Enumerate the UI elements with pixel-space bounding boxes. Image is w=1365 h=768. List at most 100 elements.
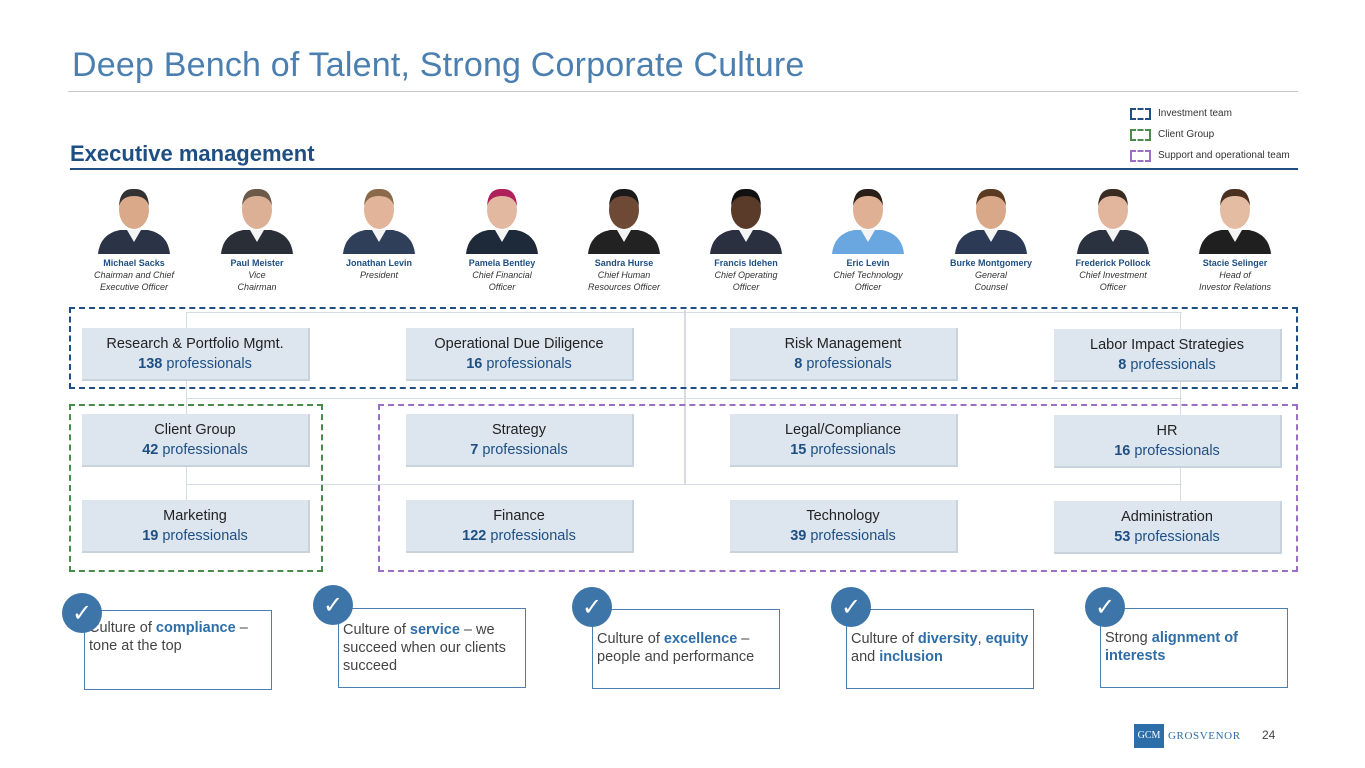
department-name: Technology: [806, 508, 880, 524]
executive-title-line: Head of: [1219, 270, 1251, 280]
executive-title-line: Investor Relations: [1198, 282, 1272, 292]
executive-name: Pamela Bentley: [468, 258, 536, 268]
department-name: Administration: [1121, 509, 1213, 525]
executive-name: Sandra Hurse: [594, 258, 654, 268]
department-box: Legal/Compliance 15 professionals: [730, 414, 958, 467]
culture-box-excellence: Culture of excellence – people and perfo…: [592, 609, 780, 689]
executive-name: Francis Idehen: [714, 258, 778, 268]
department-box: Finance 122 professionals: [406, 500, 634, 553]
executive-title-line: Chairman and Chief: [93, 270, 175, 280]
section-heading: Executive management: [70, 141, 315, 166]
checkmark-icon: ✓: [831, 587, 871, 627]
department-count: 16 professionals: [1114, 443, 1220, 459]
support-team-outline: [378, 404, 1298, 572]
department-name: HR: [1156, 423, 1178, 439]
culture-box-service: Culture of service – we succeed when our…: [338, 608, 526, 688]
legend-swatch-investment: [1130, 107, 1151, 120]
department-name: Finance: [493, 508, 545, 524]
department-count: 42 professionals: [142, 442, 248, 458]
org-connector: [186, 484, 1182, 485]
department-name: Legal/Compliance: [784, 422, 902, 438]
executive-photo: [213, 182, 301, 254]
executive-title-line: Officer: [732, 282, 760, 292]
executive-title-line: Chief Investment: [1079, 270, 1147, 280]
logo-mark: GCM: [1134, 724, 1164, 748]
org-connector: [186, 398, 1182, 399]
executive-name: Eric Levin: [846, 258, 890, 268]
checkmark-icon: ✓: [62, 593, 102, 633]
department-count: 15 professionals: [790, 442, 896, 458]
department-count: 7 professionals: [470, 442, 568, 458]
legend-label: Client Group: [1158, 129, 1215, 140]
checkmark-icon: ✓: [313, 585, 353, 625]
department-box: Client Group 42 professionals: [82, 414, 310, 467]
legend-item-support: Support and operational team: [1130, 145, 1290, 166]
investment-team-outline: [69, 307, 1298, 389]
page-number: 24: [1262, 728, 1276, 742]
org-connector: [684, 310, 686, 485]
department-box: Administration 53 professionals: [1054, 501, 1282, 554]
checkmark-icon: ✓: [572, 587, 612, 627]
executive-photo: [824, 182, 912, 254]
legend-swatch-client: [1130, 128, 1151, 141]
executive-title-line: Chief Technology: [833, 270, 903, 280]
org-connector: [186, 312, 187, 502]
org-connector: [1180, 312, 1181, 502]
legend-item-investment: Investment team: [1130, 103, 1290, 124]
executive-photo: [1191, 182, 1279, 254]
department-box: Technology 39 professionals: [730, 500, 958, 553]
checkmark-icon: ✓: [1085, 587, 1125, 627]
department-name: Operational Due Diligence: [434, 336, 604, 352]
executive-title-line: Officer: [488, 282, 516, 292]
culture-box-alignment: Strong alignment of interests: [1100, 608, 1288, 688]
department-count: 8 professionals: [1118, 357, 1216, 373]
executive-photo: [335, 182, 423, 254]
department-count: 19 professionals: [142, 528, 248, 544]
department-name: Research & Portfolio Mgmt.: [106, 336, 284, 352]
executive-photo: [947, 182, 1035, 254]
executive-title-line: Officer: [854, 282, 882, 292]
title-divider: [68, 91, 1298, 92]
legend-label: Investment team: [1158, 108, 1232, 119]
client-group-outline: [69, 404, 323, 572]
org-connector: [186, 312, 1182, 313]
department-name: Marketing: [163, 508, 227, 524]
executive-name: Jonathan Levin: [345, 258, 412, 268]
executive-photo: [702, 182, 790, 254]
department-count: 16 professionals: [466, 356, 572, 372]
executive-photo: [458, 182, 546, 254]
logo-wordmark: GROSVENOR: [1168, 730, 1241, 742]
executive-title-line: Counsel: [974, 282, 1008, 292]
executive-title-line: Officer: [1099, 282, 1127, 292]
culture-box-diversity: Culture of diversity, equity and inclusi…: [846, 609, 1034, 689]
executive-name: Michael Sacks: [103, 258, 165, 268]
executive-title-line: Executive Officer: [99, 282, 169, 292]
executive-title-line: Vice: [248, 270, 266, 280]
culture-box-compliance: Culture of compliance – tone at the top: [84, 610, 272, 690]
page-title: Deep Bench of Talent, Strong Corporate C…: [72, 46, 805, 84]
executive-title-line: Chief Human: [597, 270, 651, 280]
department-count: 39 professionals: [790, 528, 896, 544]
department-count: 8 professionals: [794, 356, 892, 372]
executive-title-line: Chairman: [237, 282, 277, 292]
department-name: Client Group: [154, 422, 236, 438]
executive-name: Stacie Selinger: [1202, 258, 1268, 268]
executive-name: Frederick Pollock: [1075, 258, 1151, 268]
executive-name: Burke Montgomery: [949, 258, 1032, 268]
department-box: Marketing 19 professionals: [82, 500, 310, 553]
department-count: 53 professionals: [1114, 529, 1220, 545]
executive-photo: [580, 182, 668, 254]
department-count: 122 professionals: [462, 528, 576, 544]
department-box: Operational Due Diligence 16 professional…: [406, 328, 634, 381]
legend-swatch-support: [1130, 149, 1151, 162]
legend-item-client: Client Group: [1130, 124, 1290, 145]
